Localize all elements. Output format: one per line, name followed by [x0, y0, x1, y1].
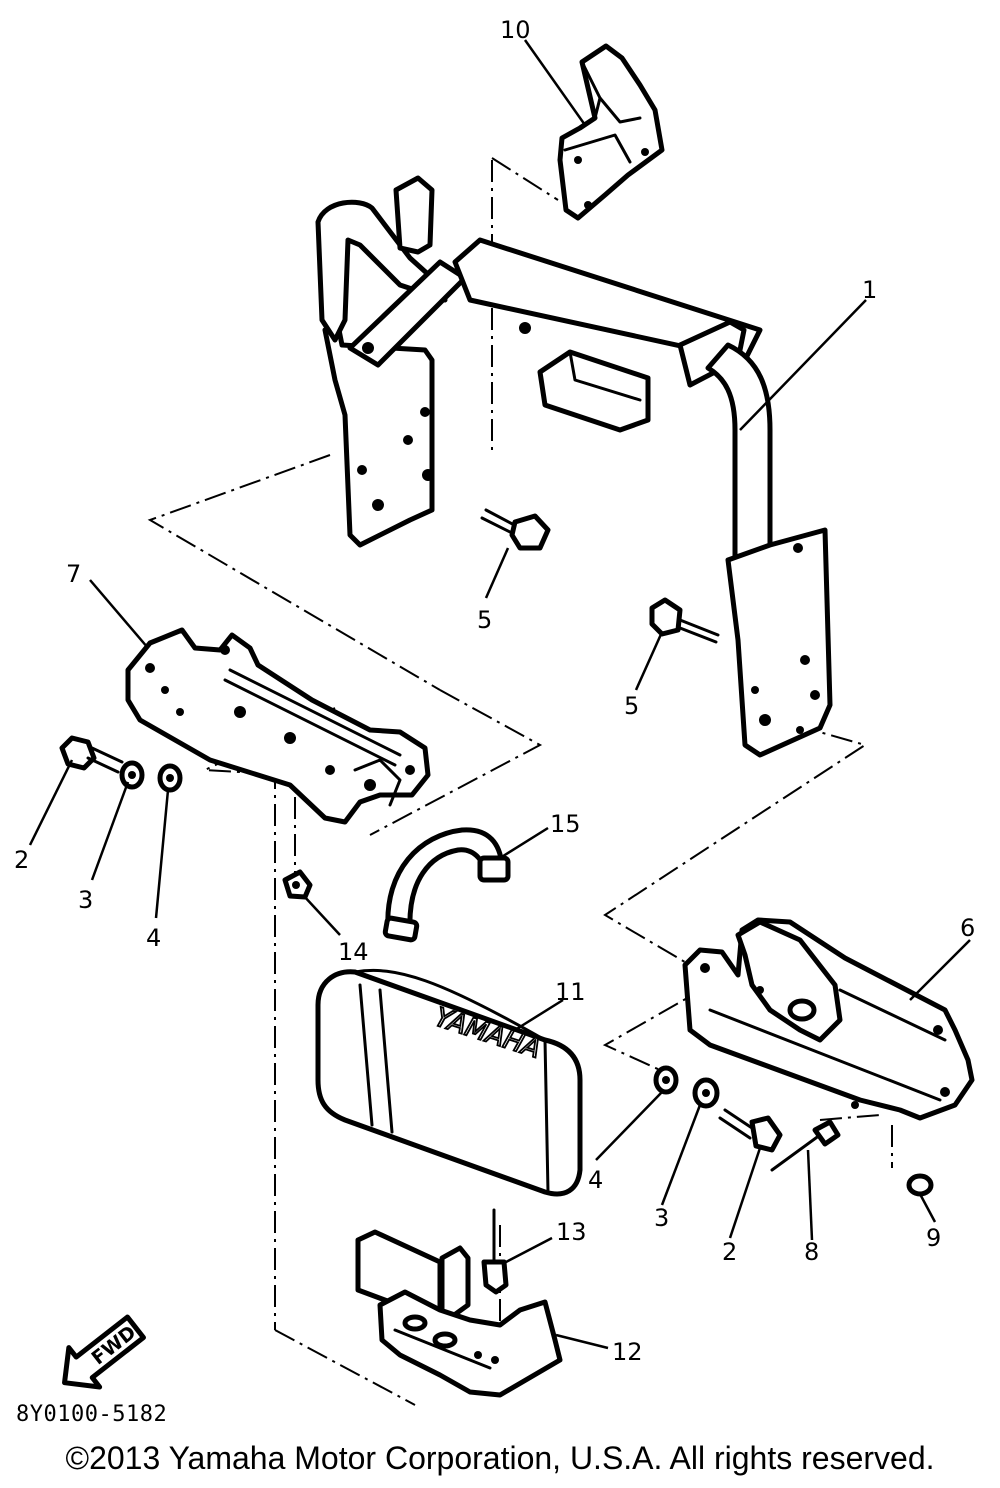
battery-tray-part-12 — [355, 1229, 563, 1398]
mounting-plate-part-7 — [125, 627, 431, 825]
leader-lines — [28, 39, 971, 1350]
bolt-washer-set-left — [59, 735, 183, 793]
diagram-id-label: 8Y0100-5182 — [16, 1402, 168, 1427]
clip-part-9 — [906, 1173, 934, 1197]
callout-10: 10 — [500, 16, 531, 44]
callout-11: 11 — [555, 978, 586, 1006]
callout-2a: 2 — [14, 846, 29, 874]
bolt-washer-set-right — [653, 1065, 783, 1153]
callout-1: 1 — [862, 276, 877, 304]
copyright-notice: ©2013 Yamaha Motor Corporation, U.S.A. A… — [65, 1440, 935, 1476]
callout-12: 12 — [612, 1338, 643, 1366]
callout-6: 6 — [960, 914, 975, 942]
callout-numbers: 10 1 7 5 5 2 3 4 14 15 6 11 4 3 2 8 9 13… — [14, 16, 975, 1366]
callout-3a: 3 — [78, 886, 93, 914]
pin-part-8 — [770, 1119, 841, 1172]
bolt-part-5 — [480, 508, 720, 644]
callout-7: 7 — [66, 560, 81, 588]
callout-15: 15 — [550, 810, 581, 838]
callout-3b: 3 — [654, 1204, 669, 1232]
strap-part-15 — [382, 827, 511, 943]
forward-arrow-icon: FWD — [62, 1314, 146, 1390]
frame-part-1 — [315, 175, 833, 758]
assembly-lines — [147, 157, 893, 1406]
battery-box-part-11: YAMAHA — [315, 968, 583, 1197]
mounting-plate-part-6 — [682, 917, 975, 1121]
pin-part-13 — [481, 1208, 509, 1295]
callout-9: 9 — [926, 1224, 941, 1252]
callout-4b: 4 — [588, 1166, 603, 1194]
callout-5b: 5 — [624, 692, 639, 720]
callout-14: 14 — [338, 938, 369, 966]
callout-8: 8 — [804, 1238, 819, 1266]
callout-13: 13 — [556, 1218, 587, 1246]
grommet-part-14 — [282, 869, 313, 900]
callout-2b: 2 — [722, 1238, 737, 1266]
mounting-bracket-part-10 — [557, 43, 665, 221]
callout-4a: 4 — [146, 924, 161, 952]
callout-5a: 5 — [477, 606, 492, 634]
